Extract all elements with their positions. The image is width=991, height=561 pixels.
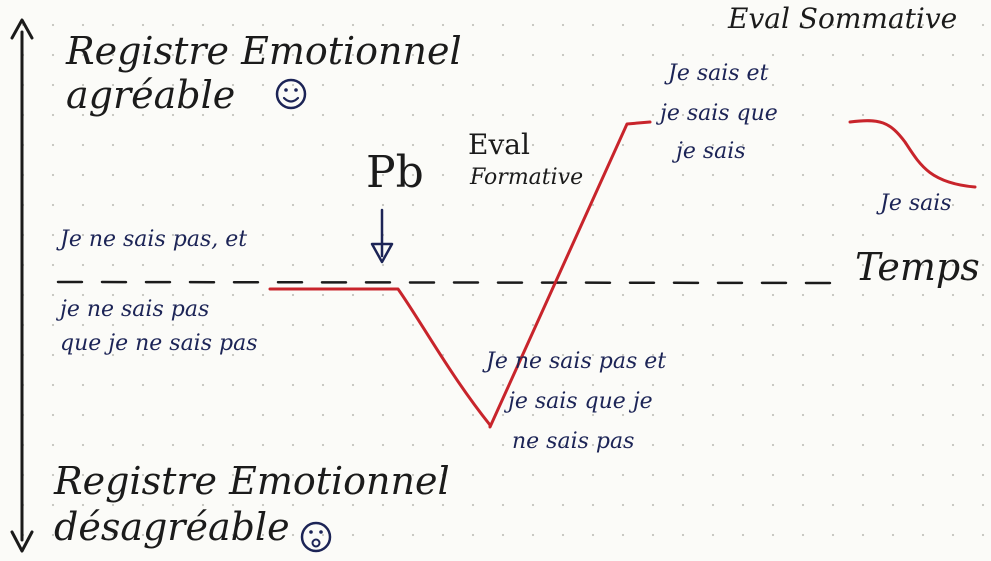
time-axis-label: Temps [855, 245, 980, 289]
pb-arrow-down-icon [370, 242, 394, 264]
registre-agreable-line2: agréable [66, 73, 236, 117]
high-state-line3: je sais [676, 139, 746, 164]
emotion-curve [268, 119, 977, 429]
start-state-line1: Je ne sais pas, et [60, 227, 248, 252]
high-state-line1: Je sais et [668, 61, 769, 86]
registre-desagreable-line1: Registre Emotionnel [54, 459, 450, 503]
smiley-sad-icon [300, 521, 332, 553]
start-state-line3: que je ne sais pas [60, 331, 258, 356]
eval-formative-line1: Eval [468, 128, 530, 161]
registre-agreable-line1: Registre Emotionnel [66, 29, 462, 73]
pb-label: Pb [366, 147, 424, 198]
time-axis-dashed [56, 280, 842, 285]
axis-arrow-up-icon [10, 18, 34, 40]
high-state-line2: je sais que [660, 101, 778, 126]
low-state-line2: je sais que je [508, 389, 653, 414]
eval-formative-line2: Formative [470, 165, 584, 190]
end-state-label: Je sais [880, 191, 952, 216]
axis-arrow-down-icon [10, 530, 34, 553]
registre-desagreable-line2: désagréable [54, 505, 290, 549]
low-state-line3: ne sais pas [512, 429, 635, 454]
start-state-line2: je ne sais pas [60, 297, 210, 322]
low-state-line1: Je ne sais pas et [486, 349, 667, 374]
smiley-happy-icon [275, 78, 307, 110]
eval-sommative-label: Eval Sommative [728, 2, 958, 35]
